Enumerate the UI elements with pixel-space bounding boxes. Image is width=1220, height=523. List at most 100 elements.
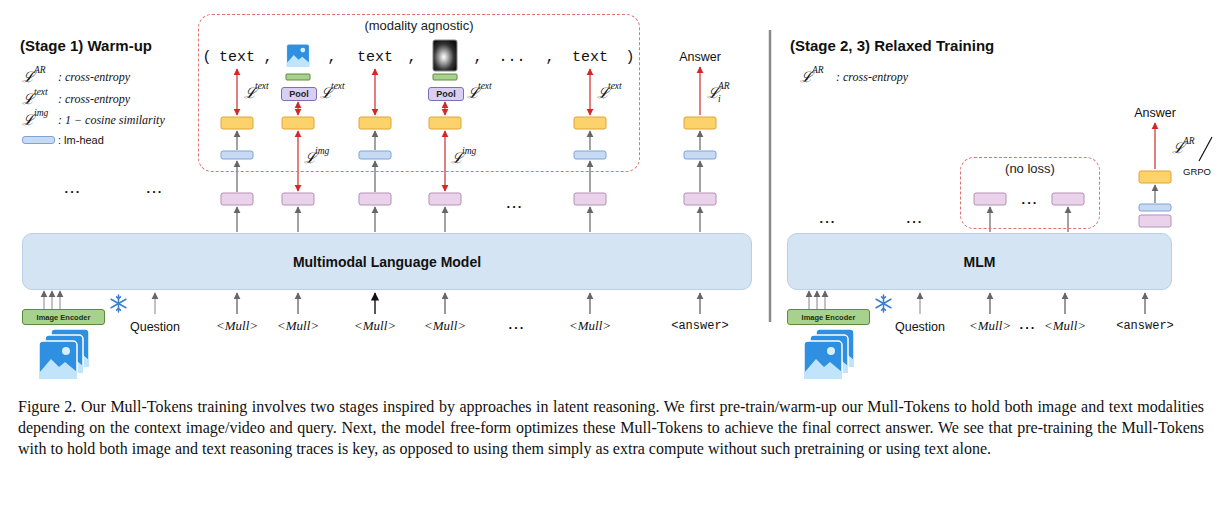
- label-text: ,: [407, 49, 416, 66]
- flow-arrow: [699, 207, 700, 232]
- input-arrow: [989, 293, 990, 314]
- label-text: <Mull>: [569, 318, 611, 334]
- label-text: ℒ: [597, 82, 609, 102]
- label-text: text: [608, 81, 622, 91]
- pool-box: Pool: [428, 87, 464, 101]
- input-arrow: [589, 293, 590, 314]
- flow-arrow: [589, 207, 590, 232]
- flow-arrow: [374, 207, 375, 232]
- label-text: ℒ: [800, 66, 812, 86]
- flow-arrow: [374, 161, 375, 192]
- label-text: : cross-entropy: [836, 70, 908, 85]
- loss-arrow: [236, 69, 237, 115]
- label-text: ,: [545, 49, 554, 66]
- projection-bar: [286, 74, 310, 80]
- label-text: <Mull>: [216, 318, 258, 334]
- panel-separator: [769, 30, 772, 322]
- label-text: <answer>: [671, 319, 729, 333]
- input-arrow: [444, 293, 445, 314]
- label-text: (Stage 2, 3) Relaxed Training: [790, 37, 994, 54]
- lm-head: [574, 151, 606, 159]
- output-token: [1139, 171, 1171, 183]
- legend-text: : lm-head: [58, 134, 104, 146]
- node-text: Image Encoder: [37, 313, 91, 322]
- flow-arrow: [444, 207, 445, 232]
- label-text: text: [357, 49, 393, 66]
- label-text: ℒ: [707, 82, 719, 102]
- flow-arrow: [374, 131, 375, 150]
- loss-arrow: [589, 69, 590, 115]
- label-text: i: [718, 94, 721, 104]
- label-text: <answer>: [1116, 319, 1174, 333]
- label-text: ℒ: [1172, 137, 1184, 157]
- label-text: ,: [473, 49, 482, 66]
- lm-head: [359, 151, 391, 159]
- flow-arrow: [699, 131, 700, 150]
- output-token: [684, 117, 716, 129]
- input-arrow: [919, 293, 920, 314]
- lm-head: [1139, 204, 1171, 211]
- label-text: ...: [820, 211, 837, 226]
- flow-arrow: [297, 207, 298, 232]
- encoder-arrow: [51, 291, 52, 309]
- label-text: ℒ: [22, 66, 34, 86]
- node-text: (modality agnostic): [199, 18, 639, 33]
- image-thumbnail: [287, 44, 310, 67]
- flow-arrow: [589, 131, 590, 150]
- label-text: ...: [498, 49, 525, 66]
- label-text: <Mull>: [1044, 318, 1086, 334]
- label-text: text: [331, 81, 345, 91]
- model-box: Multimodal Language Model: [22, 233, 752, 290]
- node-text: (no loss): [961, 161, 1099, 176]
- label-text: text: [219, 49, 255, 66]
- node-text: Multimodal Language Model: [293, 254, 481, 270]
- hidden-state: [429, 193, 461, 205]
- label-text: ...: [509, 317, 526, 332]
- encoder-arrow: [824, 291, 825, 309]
- input-arrow: [297, 293, 298, 314]
- loss-arrow: [444, 131, 445, 191]
- label-text: GRPO: [1183, 166, 1211, 177]
- flow-arrow: [699, 161, 700, 192]
- model-box: MLM: [787, 233, 1172, 290]
- label-text: Question: [895, 320, 945, 334]
- encoder-arrow: [59, 291, 60, 309]
- hidden-state: [221, 193, 253, 205]
- label-text: text: [34, 87, 48, 97]
- label-text: ℒ: [244, 82, 256, 102]
- label-text: AR: [34, 65, 46, 75]
- label-text: Question: [130, 320, 180, 334]
- label-text: AR: [812, 65, 824, 75]
- encoder-arrow: [43, 291, 44, 309]
- lm-head: [221, 151, 253, 159]
- legend-swatch: [22, 136, 55, 144]
- label-text: ℒ: [467, 82, 479, 102]
- label-text: (: [202, 49, 211, 66]
- label-text: ℒ: [451, 147, 463, 167]
- hidden-state: [974, 193, 1006, 205]
- label-text: ℒ: [304, 147, 316, 167]
- slash-mark: [1199, 137, 1212, 161]
- figure-caption: Figure 2. Our Mull-Tokens training invol…: [18, 396, 1204, 459]
- label-text: AR: [1183, 136, 1195, 146]
- label-text: ,: [263, 49, 272, 66]
- label-text: ...: [507, 196, 524, 211]
- encoder-box: Image Encoder: [787, 309, 870, 325]
- output-token: [282, 117, 314, 129]
- label-text: text: [572, 49, 608, 66]
- label-text: ...: [65, 181, 82, 196]
- frozen-icon: [876, 295, 891, 312]
- flow-arrow: [236, 161, 237, 192]
- loss-arrow: [1154, 123, 1155, 169]
- label-text: ℒ: [320, 82, 332, 102]
- flow-arrow: [589, 161, 590, 192]
- frozen-icon: [111, 295, 126, 312]
- label-text: ...: [1022, 192, 1039, 207]
- label-text: ...: [907, 211, 924, 226]
- input-arrow: [374, 293, 375, 314]
- loss-arrow: [374, 69, 375, 115]
- image-stack: [39, 341, 77, 379]
- input-arrow: [1144, 293, 1145, 314]
